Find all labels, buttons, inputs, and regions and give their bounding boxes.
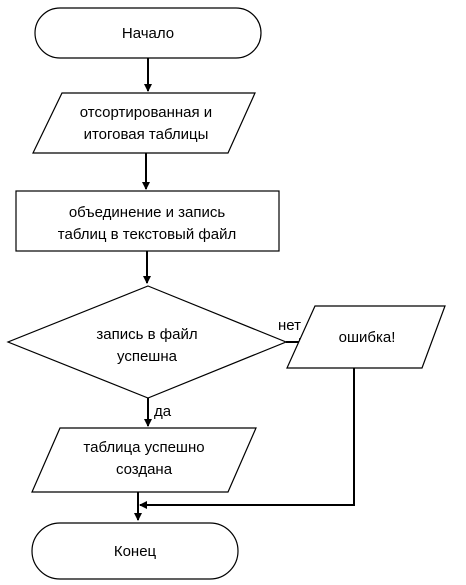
start-terminator: Начало [34,7,262,59]
success-label-line2: создана [116,461,173,478]
error-label: ошибка! [339,329,396,346]
input-label-line1: отсортированная и [80,104,212,121]
decision-diamond: запись в файл успешна [6,285,288,399]
input-label-line2: итоговая таблицы [84,126,209,143]
error-parallelogram: ошибка! [286,305,446,369]
process-label-line1: объединение и запись [69,204,226,221]
success-parallelogram: таблица успешно создана [31,427,257,493]
no-branch-label: нет [278,317,301,334]
success-label-line1: таблица успешно [83,439,204,456]
end-terminator: Конец [31,522,239,580]
decision-label-line2: успешна [117,348,178,365]
input-tables-parallelogram: отсортированная и итоговая таблицы [32,92,256,154]
decision-label-line1: запись в файл [96,326,197,343]
arrow-error-to-end [139,368,355,509]
start-label: Начало [122,25,174,42]
yes-branch-label: да [154,403,172,420]
process-label-line2: таблиц в текстовый файл [58,226,236,243]
merge-process-box: объединение и запись таблиц в текстовый … [15,190,280,252]
end-label: Конец [114,543,157,560]
